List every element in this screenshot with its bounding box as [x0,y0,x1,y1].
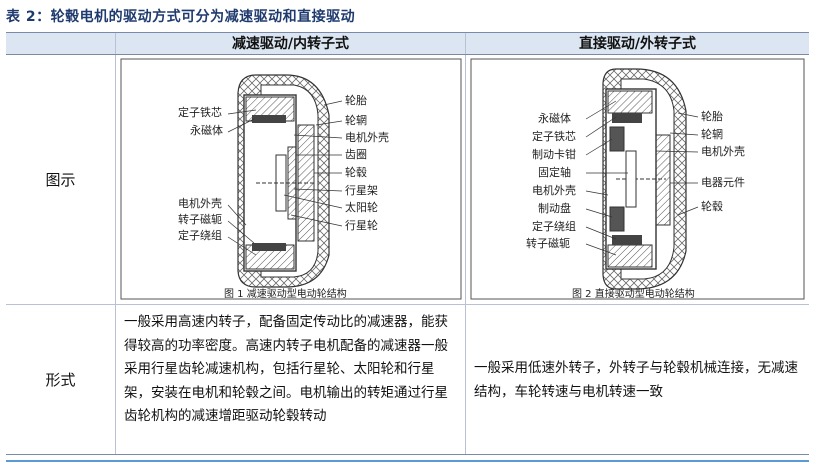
fig2-label-rotor-yoke: 转子磁轭 [526,237,570,250]
comparison-table: 减速驱动/内转子式 直接驱动/外转子式 图示 [6,32,809,455]
fig1-label-hub: 轮毂 [345,166,367,179]
figure-row-label: 图示 [6,55,116,304]
direct-drive-description: 一般采用低速外转子，外转子与轮毂机械连接，无减速结构，车轮转速与电机转速一致 [474,360,798,400]
figure-1-diagram [120,58,462,300]
header-reduction-drive: 减速驱动/内转子式 [116,33,466,54]
figure-2-caption: 图 2 直接驱动型电动轮结构 [572,289,695,300]
fig2-label-motor-housing-left: 电机外壳 [532,184,576,197]
fig2-label-magnet: 永磁体 [538,112,571,125]
fig1-label-motor-housing-left: 电机外壳 [178,197,222,210]
figure-row: 图示 [6,55,809,305]
bottom-divider [6,460,809,462]
fig2-label-electrical-components: 电器元件 [701,176,745,189]
figure-2-diagram [470,58,805,300]
fig1-label-rotor-yoke: 转子磁轭 [178,213,222,226]
fig2-label-rim: 轮辋 [701,128,723,141]
fig2-label-fixed-shaft: 固定轴 [538,166,571,179]
fig2-label-brake-caliper: 制动卡钳 [532,148,576,161]
header-blank-cell [6,33,116,54]
table-header-row: 减速驱动/内转子式 直接驱动/外转子式 [6,33,809,55]
fig1-label-planet-carrier: 行星架 [345,184,378,197]
fig1-label-rim: 轮辋 [345,114,367,127]
form-row-label: 形式 [6,305,116,454]
fig2-label-motor-housing-right: 电机外壳 [701,145,745,158]
reduction-drive-description-cell: 一般采用高速内转子，配备固定传动比的减速器，能获得较高的功率密度。高速内转子电机… [116,305,466,454]
form-row: 形式 一般采用高速内转子，配备固定传动比的减速器，能获得较高的功率密度。高速内转… [6,305,809,454]
fig2-label-hub: 轮毂 [701,200,723,213]
fig2-label-tire: 轮胎 [701,110,723,123]
fig1-label-magnet: 永磁体 [190,124,223,137]
figure-1: 定子铁芯 永磁体 电机外壳 转子磁轭 定子绕组 轮胎 轮辋 电机外壳 齿圈 轮毂… [116,55,465,304]
fig1-label-stator-winding: 定子绕组 [178,229,222,242]
fig1-label-ring-gear: 齿圈 [345,148,367,161]
fig1-label-stator-core: 定子铁芯 [178,106,222,119]
fig2-label-stator-core: 定子铁芯 [532,130,576,143]
figure-2-cell: 永磁体 定子铁芯 制动卡钳 固定轴 电机外壳 制动盘 定子绕组 转子磁轭 轮胎 … [466,55,809,304]
fig1-label-tire: 轮胎 [345,94,367,107]
figure-1-cell: 定子铁芯 永磁体 电机外壳 转子磁轭 定子绕组 轮胎 轮辋 电机外壳 齿圈 轮毂… [116,55,466,304]
fig1-label-sun-gear: 太阳轮 [345,201,378,214]
fig1-label-planet-gear: 行星轮 [345,219,378,232]
direct-drive-description-cell: 一般采用低速外转子，外转子与轮毂机械连接，无减速结构，车轮转速与电机转速一致 [466,305,809,454]
header-direct-drive: 直接驱动/外转子式 [578,36,697,52]
fig1-label-motor-housing-right: 电机外壳 [345,131,389,144]
figure-1-caption: 图 1 减速驱动型电动轮结构 [224,289,347,300]
fig2-label-brake-disc: 制动盘 [538,202,571,215]
figure-2: 永磁体 定子铁芯 制动卡钳 固定轴 电机外壳 制动盘 定子绕组 转子磁轭 轮胎 … [466,55,809,304]
table-caption: 表 2：轮毂电机的驱动方式可分为减速驱动和直接驱动 [6,9,356,25]
reduction-drive-description: 一般采用高速内转子，配备固定传动比的减速器，能获得较高的功率密度。高速内转子电机… [124,314,448,424]
fig2-label-stator-winding: 定子绕组 [532,220,576,233]
